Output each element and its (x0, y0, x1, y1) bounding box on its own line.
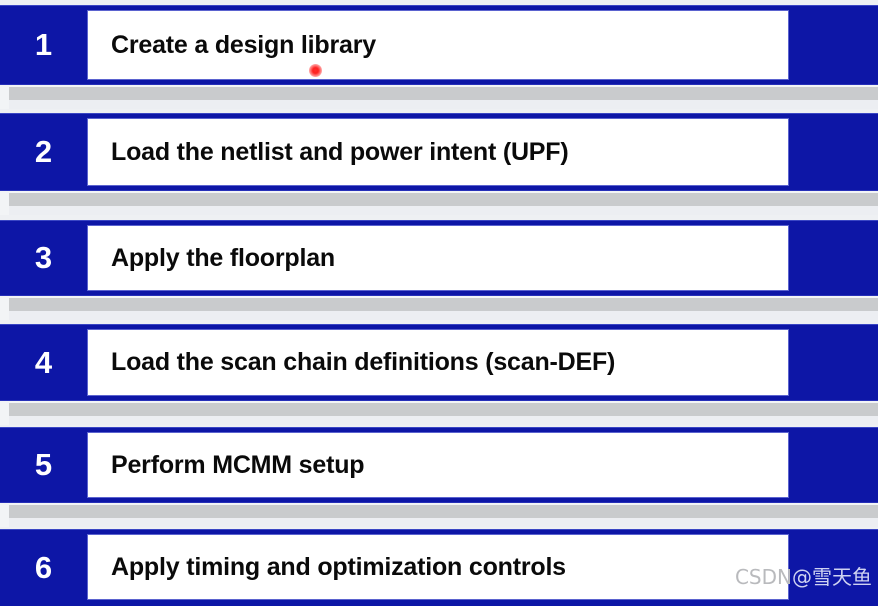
step-shadow-1 (9, 87, 878, 109)
step-box-2[interactable]: Load the netlist and power intent (UPF) (87, 118, 789, 186)
step-label-6: Apply timing and optimization controls (111, 552, 566, 581)
step-label-1: Create a design library (111, 30, 376, 59)
step-shadow-4 (9, 403, 878, 425)
step-box-3[interactable]: Apply the floorplan (87, 225, 789, 291)
step-row-4[interactable]: 4 Load the scan chain definitions (scan-… (0, 324, 878, 401)
step-gap-2 (0, 215, 878, 220)
laser-pointer-dot (309, 64, 322, 77)
step-gap-4 (0, 425, 878, 427)
step-row-5[interactable]: 5 Perform MCMM setup (0, 427, 878, 503)
step-gap-3 (0, 320, 878, 324)
step-number-4: 4 (34, 344, 53, 380)
step-number-3: 3 (34, 240, 53, 275)
step-number-5: 5 (34, 447, 53, 482)
step-box-1[interactable]: Create a design library (87, 10, 789, 80)
step-number-6: 6 (34, 550, 53, 585)
step-box-6[interactable]: Apply timing and optimization controls (87, 534, 789, 600)
step-gap-5 (0, 527, 878, 529)
step-row-6[interactable]: 6 Apply timing and optimization controls (0, 529, 878, 606)
step-label-4: Load the scan chain definitions (scan-DE… (111, 348, 616, 376)
step-box-4[interactable]: Load the scan chain definitions (scan-DE… (87, 329, 789, 396)
step-row-1[interactable]: 1 Create a design library (0, 5, 878, 85)
top-edge-strip (0, 0, 878, 5)
step-number-2: 2 (34, 134, 53, 169)
step-shadow-5 (9, 505, 878, 527)
step-shadow-3 (9, 298, 878, 320)
step-label-5: Perform MCMM setup (111, 450, 365, 479)
step-label-3: Apply the floorplan (111, 243, 335, 272)
step-label-2: Load the netlist and power intent (UPF) (111, 137, 569, 166)
step-shadow-2 (9, 193, 878, 215)
step-row-2[interactable]: 2 Load the netlist and power intent (UPF… (0, 113, 878, 191)
step-box-5[interactable]: Perform MCMM setup (87, 432, 789, 498)
step-number-1: 1 (34, 27, 53, 62)
step-gap-1 (0, 109, 878, 113)
step-row-3[interactable]: 3 Apply the floorplan (0, 220, 878, 296)
